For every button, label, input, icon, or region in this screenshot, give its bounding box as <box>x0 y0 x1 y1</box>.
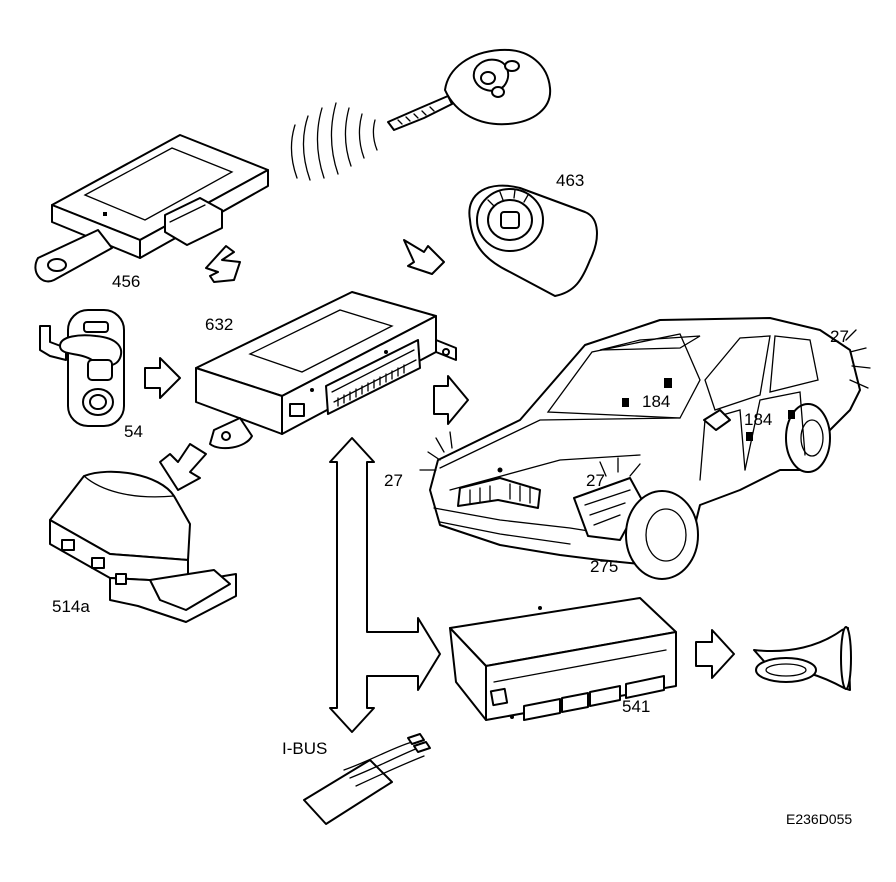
label-27-rear: 27 <box>830 327 849 346</box>
label-456: 456 <box>112 272 140 291</box>
remote-key <box>387 48 552 131</box>
label-632: 632 <box>205 315 233 334</box>
label-514a: 514a <box>52 597 90 616</box>
arrow-456-to-632 <box>205 245 241 283</box>
label-184-right: 184 <box>744 410 772 429</box>
label-ibus: I-BUS <box>282 739 327 758</box>
radio-waves <box>290 102 378 181</box>
label-27-front-left: 27 <box>384 471 403 490</box>
car <box>419 317 871 580</box>
key-receiver-module <box>34 134 269 283</box>
label-27-front-mid: 27 <box>586 471 605 490</box>
label-463: 463 <box>556 171 584 190</box>
sid-display-unit <box>449 597 677 721</box>
bus-cable <box>303 733 431 825</box>
arrow-54-to-632 <box>144 357 181 399</box>
label-184-left: 184 <box>642 392 670 411</box>
horn <box>753 626 852 691</box>
door-switch <box>39 309 125 427</box>
label-541: 541 <box>622 697 650 716</box>
key-cylinder <box>468 184 598 297</box>
arrow-541-to-horn <box>695 629 735 679</box>
arrow-463-to-632 <box>403 239 445 275</box>
arrow-632-to-car <box>433 375 469 425</box>
label-275: 275 <box>590 557 618 576</box>
central-control-module <box>195 291 457 450</box>
drawing-code: E236D055 <box>786 811 852 827</box>
hazard-switch <box>49 470 237 623</box>
arrow-514a-to-632 <box>159 443 207 491</box>
label-54: 54 <box>124 422 143 441</box>
ibus-bus-arrow <box>329 437 441 733</box>
